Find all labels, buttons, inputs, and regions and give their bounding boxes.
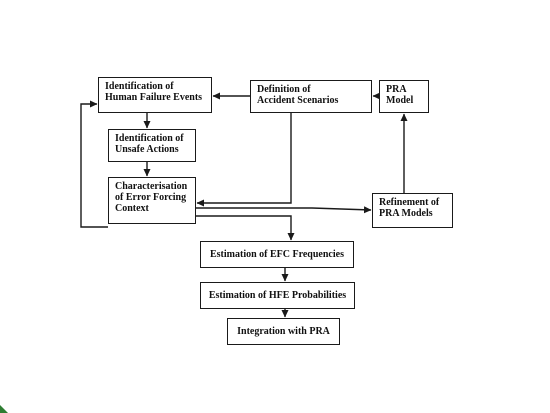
estimation-efc-box: Estimation of EFC Frequencies — [200, 241, 354, 268]
corner-decoration — [0, 405, 8, 413]
integration-pra-box: Integration with PRA — [227, 318, 340, 345]
estimation-hfe-box: Estimation of HFE Probabilities — [200, 282, 355, 309]
definition-scenarios-box: Definition of Accident Scenarios — [250, 80, 372, 113]
refinement-pra-box: Refinement of PRA Models — [372, 193, 453, 228]
pra-model-box: PRA Model — [379, 80, 429, 113]
arrow-efc-to-frequencies — [196, 215, 295, 241]
characterisation-efc-box: Characterisation of Error Forcing Contex… — [108, 177, 196, 224]
arrow-efc-feedback-to-hfe — [80, 100, 108, 228]
arrow-scenarios-to-efc — [196, 113, 292, 207]
identification-hfe-box: Identification of Human Failure Events — [98, 77, 212, 113]
arrow-efc-to-refinement — [196, 206, 372, 214]
identification-unsafe-box: Identification of Unsafe Actions — [108, 129, 196, 162]
